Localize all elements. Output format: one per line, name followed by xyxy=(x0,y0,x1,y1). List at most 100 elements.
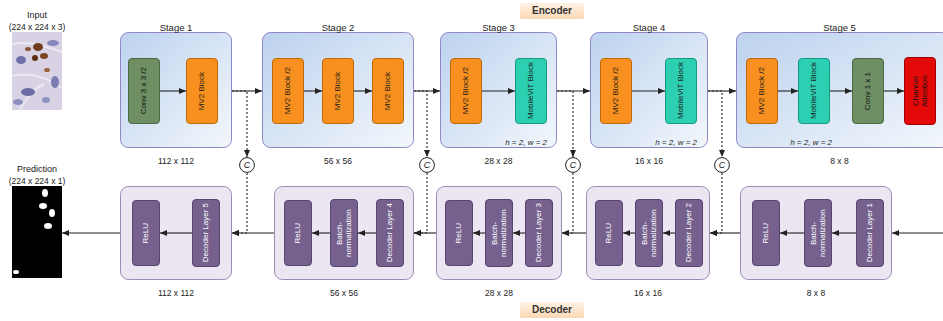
skip-connection xyxy=(414,91,427,157)
size-label: 8 x 8 xyxy=(807,288,825,298)
block-label: Decoder Layer 1 xyxy=(865,203,874,262)
text-slot: h = 2, w = 2 xyxy=(736,132,832,148)
decoder-ground xyxy=(741,187,892,280)
stage-ground xyxy=(737,33,943,148)
section-tag: Encoder xyxy=(520,3,584,19)
block-label: Conv 3 x 3 /2 xyxy=(139,67,148,114)
stage-frame: MV2 Block /2MV2 BlockMV2 BlockStage 256 … xyxy=(262,32,414,148)
block-label: ReLU xyxy=(454,223,463,243)
block-label: MV2 Block xyxy=(383,72,392,110)
image-title: Input xyxy=(27,10,47,20)
mv2-block: MV2 Block xyxy=(186,58,218,124)
concat-symbol: C xyxy=(424,161,431,170)
block-label: MV2 Block /2 xyxy=(283,67,292,114)
text-slot: 28 x 28 xyxy=(440,151,557,167)
decoder-block: ReLU xyxy=(445,200,473,266)
text-slot: 112 x 112 xyxy=(120,283,232,299)
skip-connection xyxy=(232,173,247,233)
conv-block: Conv 1 x 1 xyxy=(852,58,884,124)
stage-frame: MV2 Block /2MobileViT BlockConv 1 x 1Cha… xyxy=(736,32,943,148)
block-label: ReLU xyxy=(141,223,150,243)
mv2-block: MV2 Block /2 xyxy=(272,58,304,124)
decoder-block: Batch-normalization xyxy=(804,199,832,267)
block-label: Decoder Layer 3 xyxy=(534,203,543,262)
section-label: Encoder xyxy=(532,5,572,16)
stage-title: Stage 3 xyxy=(482,22,515,33)
size-label: 56 x 56 xyxy=(330,288,358,298)
decoder-block: Decoder Layer 4 xyxy=(376,199,404,267)
decoder-block: Batch-normalization xyxy=(485,199,513,267)
flow-arrow xyxy=(358,232,376,233)
stage-frame: MV2 Block /2MobileViT BlockStage 4h = 2,… xyxy=(590,32,708,148)
flow-arrow xyxy=(513,232,525,233)
conv-block: Conv 3 x 3 /2 xyxy=(128,58,160,124)
param-label: h = 2, w = 2 xyxy=(790,138,832,147)
block-label: MV2 Block /2 xyxy=(611,67,620,114)
text-slot: 56 x 56 xyxy=(262,151,414,167)
flow-arrow xyxy=(473,232,485,233)
stage-frame: MV2 Block /2MobileViT BlockStage 3h = 2,… xyxy=(440,32,557,148)
concat-circle: C xyxy=(714,157,730,173)
flow-arrow xyxy=(830,90,852,91)
decoder-ground xyxy=(587,187,710,280)
param-label: h = 2, w = 2 xyxy=(505,138,547,147)
stage-title: Stage 5 xyxy=(823,22,856,33)
flow-arrow xyxy=(482,90,515,91)
image-panel: Input(224 x 224 x 3) xyxy=(12,32,62,110)
flow-arrow xyxy=(884,90,904,91)
decoder-block: ReLU xyxy=(595,200,623,266)
concat-circle: C xyxy=(239,157,255,173)
mv2-block: MV2 Block /2 xyxy=(746,58,778,124)
decoder-block: Batch-normalization xyxy=(330,199,358,267)
concat-circle: C xyxy=(419,157,435,173)
block-label: Batch-normalization xyxy=(335,203,353,263)
flow-arrow xyxy=(562,232,586,233)
mv2-block: MV2 Block xyxy=(372,58,404,124)
flow-arrow xyxy=(623,232,635,233)
image-panel: Prediction(224 x 224 x 1) xyxy=(12,186,62,278)
flow-arrow xyxy=(832,232,856,233)
mv2-block: MV2 Block /2 xyxy=(600,58,632,124)
flow-arrow xyxy=(663,232,675,233)
size-label: 56 x 56 xyxy=(324,156,352,166)
text-slot: Stage 1 xyxy=(120,18,232,34)
section-tag: Decoder xyxy=(520,302,584,318)
decoder-block: ReLU xyxy=(752,200,780,266)
mobilevit-block: MobileViT Block xyxy=(665,58,697,124)
flow-arrow xyxy=(160,232,192,233)
decoder-block: Decoder Layer 5 xyxy=(192,199,220,267)
decoder-frame: ReLUBatch-normalizationDecoder Layer 216… xyxy=(586,186,710,280)
size-label: 16 x 16 xyxy=(634,288,662,298)
text-slot: 16 x 16 xyxy=(586,283,710,299)
flow-arrow xyxy=(312,232,330,233)
text-slot: 112 x 112 xyxy=(120,151,232,167)
stage-title: Stage 4 xyxy=(633,22,666,33)
block-label: Decoder Layer 5 xyxy=(201,203,210,262)
decoder-ground xyxy=(275,187,414,280)
decoder-ground xyxy=(437,187,562,280)
flow-arrow xyxy=(710,232,740,233)
stage-ground xyxy=(121,33,232,148)
block-label: MobileViT Block xyxy=(526,62,535,119)
concat-circle: C xyxy=(565,157,581,173)
text-slot: 16 x 16 xyxy=(590,151,708,167)
stage-title: Stage 2 xyxy=(322,22,355,33)
skip-connection xyxy=(414,173,427,233)
size-label: 112 x 112 xyxy=(158,288,194,298)
flow-arrow xyxy=(354,90,372,91)
concat-symbol: C xyxy=(719,161,726,170)
image-size: (224 x 224 x 3) xyxy=(9,22,66,32)
decoder-block: ReLU xyxy=(132,200,160,266)
decoder-frame: ReLUBatch-normalizationDecoder Layer 328… xyxy=(436,186,562,280)
text-slot: 8 x 8 xyxy=(736,151,943,167)
flow-arrow xyxy=(160,90,186,91)
image-title: Prediction xyxy=(17,164,57,174)
block-label: Decoder Layer 2 xyxy=(684,203,693,262)
text-slot: h = 2, w = 2 xyxy=(440,132,547,148)
flow-arrow xyxy=(232,232,274,233)
stage-ground xyxy=(263,33,414,148)
size-label: 28 x 28 xyxy=(485,156,513,166)
decoder-frame: ReLUBatch-normalizationDecoder Layer 18 … xyxy=(740,186,892,280)
flow-arrow xyxy=(778,90,798,91)
